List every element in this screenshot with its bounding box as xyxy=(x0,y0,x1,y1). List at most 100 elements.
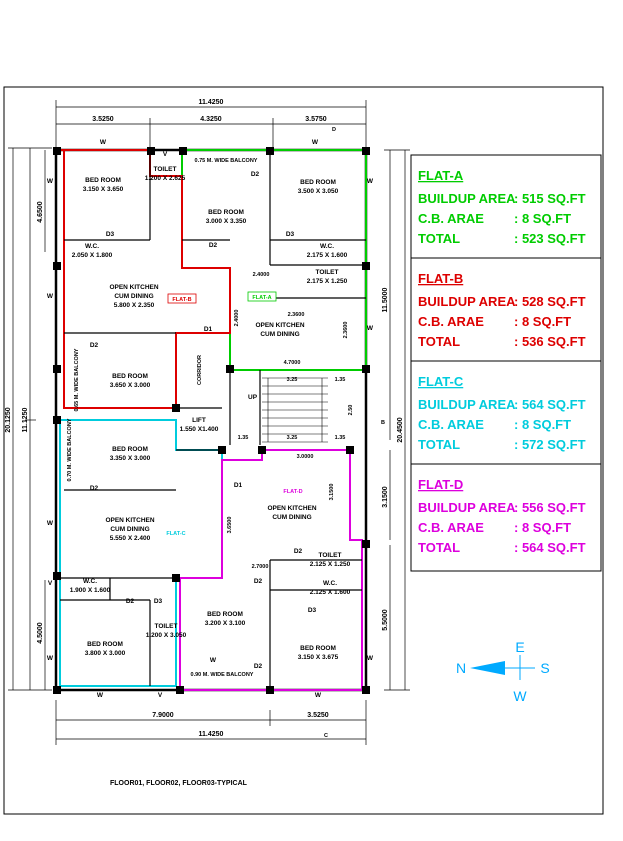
dim-d-mid: 3.1500 xyxy=(329,484,335,501)
room-size: CUM DINING xyxy=(272,514,311,521)
svg-text:C.B. ARAE: C.B. ARAE xyxy=(418,520,484,535)
legend-title: FLAT-B xyxy=(418,271,463,286)
room-name: OPEN KITCHEN xyxy=(109,284,158,291)
room-size: 3.500 X 3.050 xyxy=(298,188,339,195)
svg-text:: 515 SQ.FT: : 515 SQ.FT xyxy=(514,191,586,206)
room-name: TOILET xyxy=(155,623,178,630)
dim-bottom-right: 3.5250 xyxy=(307,712,329,719)
svg-text:W: W xyxy=(100,139,107,146)
dim-top-mid: 4.3250 xyxy=(200,116,222,123)
dim-left-mid: 11.1250 xyxy=(22,407,29,432)
dim-top-total: 11.4250 xyxy=(199,99,224,106)
svg-text:D2: D2 xyxy=(90,485,99,492)
room-size: 3.350 X 3.000 xyxy=(110,455,151,462)
svg-text:: 8 SQ.FT: : 8 SQ.FT xyxy=(514,314,571,329)
svg-text:W: W xyxy=(312,139,319,146)
room-size: 3.800 X 3.000 xyxy=(85,650,126,657)
room-name: W.C. xyxy=(85,243,99,250)
marker-b: B xyxy=(381,420,385,426)
room-size: CUM DINING xyxy=(260,331,299,338)
room-name: OPEN KITCHEN xyxy=(267,505,316,512)
dim-inner-a: 2.4000 xyxy=(253,272,270,278)
svg-text:TOTAL: TOTAL xyxy=(418,231,460,246)
compass-e: E xyxy=(515,639,524,655)
dim-stair-c: 1.35 xyxy=(238,435,249,441)
svg-text:: 523 SQ.FT: : 523 SQ.FT xyxy=(514,231,586,246)
dim-a-mid: 2.4000 xyxy=(234,310,240,327)
dim-left-total: 20.1250 xyxy=(5,407,12,432)
legend-flat-d: FLAT-D BUILDUP AREA : 556 SQ.FT C.B. ARA… xyxy=(418,477,586,555)
dim-stair-f: 2.50 xyxy=(348,405,354,416)
svg-text:W: W xyxy=(367,655,374,662)
svg-text:D3: D3 xyxy=(106,231,115,238)
svg-text:: 528 SQ.FT: : 528 SQ.FT xyxy=(514,294,586,309)
dim-inner-d: 4.7000 xyxy=(284,360,301,366)
room-name: OPEN KITCHEN xyxy=(105,517,154,524)
room-size: 2.175 X 1.250 xyxy=(307,278,348,285)
svg-text:D2: D2 xyxy=(294,548,303,555)
svg-text:W: W xyxy=(367,325,374,332)
compass-arrow-icon xyxy=(470,661,505,675)
room-size: 3.200 X 3.100 xyxy=(205,620,246,627)
room-name: LIFT xyxy=(192,417,206,424)
svg-text:: 536 SQ.FT: : 536 SQ.FT xyxy=(514,334,586,349)
svg-text:W: W xyxy=(315,692,322,699)
svg-text:C.B. ARAE: C.B. ARAE xyxy=(418,211,484,226)
drawing-caption: FLOOR01, FLOOR02, FLOOR03-TYPICAL xyxy=(110,780,248,787)
dim-d-left: 2.7000 xyxy=(252,564,269,570)
svg-text:V: V xyxy=(158,692,163,699)
room-name: OPEN KITCHEN xyxy=(255,322,304,329)
room-labels: BED ROOM 3.150 X 3.650 TOILET 1.200 X 2.… xyxy=(67,158,351,678)
svg-text:W: W xyxy=(97,692,104,699)
inner-walls xyxy=(60,150,366,690)
svg-text:D3: D3 xyxy=(308,607,317,614)
svg-text:: 8 SQ.FT: : 8 SQ.FT xyxy=(514,520,571,535)
staircase xyxy=(262,377,328,443)
compass: E N S W xyxy=(456,639,550,704)
balcony-bottom-label: 0.90 M. WIDE BALCONY xyxy=(191,672,254,678)
svg-text:D2: D2 xyxy=(90,342,99,349)
svg-text:BUILDUP AREA: BUILDUP AREA xyxy=(418,294,516,309)
tag-flat-a: FLAT-A xyxy=(252,295,271,301)
room-name: TOILET xyxy=(154,166,177,173)
svg-text:C.B. ARAE: C.B. ARAE xyxy=(418,417,484,432)
svg-text:: 8 SQ.FT: : 8 SQ.FT xyxy=(514,417,571,432)
dim-bottom-left: 7.9000 xyxy=(152,712,174,719)
room-name: BED ROOM xyxy=(300,645,336,652)
room-size: 1.550 X1.400 xyxy=(180,426,219,433)
svg-text:D2: D2 xyxy=(254,663,263,670)
corridor-label: CORRIDOR xyxy=(197,355,203,385)
room-name: TOILET xyxy=(316,269,339,276)
columns xyxy=(53,147,370,694)
room-name: W.C. xyxy=(320,243,334,250)
dim-left-bottom: 4.5000 xyxy=(37,622,44,644)
svg-text:W: W xyxy=(47,293,54,300)
dim-right-upper: 11.5000 xyxy=(382,287,389,312)
dim-stair-e: 1.35 xyxy=(335,435,346,441)
compass-n: N xyxy=(456,660,466,676)
svg-text:: 564 SQ.FT: : 564 SQ.FT xyxy=(514,540,586,555)
dim-right-total: 20.4500 xyxy=(397,417,404,442)
room-name: BED ROOM xyxy=(85,177,121,184)
balcony-left-b-label: 0.65 M. WIDE BALCONY xyxy=(74,348,80,411)
svg-text:D1: D1 xyxy=(204,326,213,333)
svg-text:D2: D2 xyxy=(126,598,135,605)
room-size: 3.150 X 3.650 xyxy=(83,186,124,193)
room-name: BED ROOM xyxy=(112,446,148,453)
kitchen-b-size: 5.800 X 2.350 xyxy=(114,302,155,309)
compass-w: W xyxy=(513,688,527,704)
room-name: TOILET xyxy=(319,552,342,559)
legend-title: FLAT-C xyxy=(418,374,464,389)
svg-text:BUILDUP AREA: BUILDUP AREA xyxy=(418,500,516,515)
compass-s: S xyxy=(540,660,549,676)
room-name: BED ROOM xyxy=(300,179,336,186)
area-legend: FLAT-A BUILDUP AREA : 515 SQ.FT C.B. ARA… xyxy=(410,154,602,572)
svg-text:W: W xyxy=(47,520,54,527)
svg-text:D1: D1 xyxy=(234,482,243,489)
svg-text:V: V xyxy=(163,151,168,158)
room-name: W.C. xyxy=(83,578,97,585)
room-size: 2.125 X 1.600 xyxy=(310,589,351,596)
balcony-left-c-label: 0.70 M. WIDE BALCONY xyxy=(67,418,73,481)
room-name: BED ROOM xyxy=(207,611,243,618)
room-size: CUM DINING xyxy=(114,293,153,300)
